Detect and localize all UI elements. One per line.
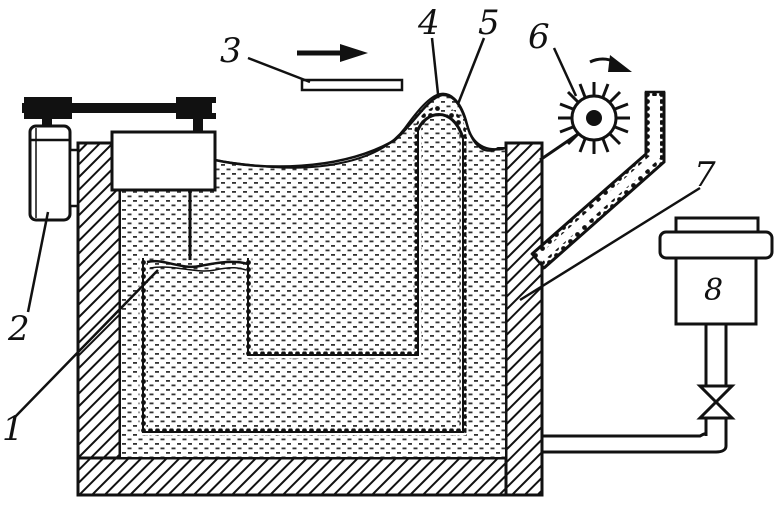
label-4: 4 [417, 3, 440, 43]
drive-housing [110, 130, 217, 192]
rotation-arrow-icon [589, 55, 632, 72]
pump-surface [146, 259, 249, 269]
gas-pipe [542, 324, 728, 454]
nozzle-cap [416, 113, 465, 139]
nozzle-channel-ink [142, 130, 464, 433]
label-2: 2 [7, 309, 30, 349]
pump-surface-2 [149, 266, 247, 272]
solder-surface [214, 93, 507, 168]
gas-vessel [658, 216, 774, 326]
label-8: 8 [704, 273, 723, 308]
valve-icon [696, 384, 736, 420]
board-direction-arrow-icon [297, 44, 368, 62]
label-6: 6 [528, 17, 550, 57]
label-3: 3 [220, 31, 242, 71]
label-1: 1 [2, 409, 24, 449]
leader-lines [13, 37, 701, 419]
skimmer-wheel [539, 82, 630, 162]
printed-circuit-board [300, 78, 404, 92]
belt-drive [22, 97, 216, 132]
dross-chute [530, 90, 666, 270]
label-5: 5 [478, 3, 500, 43]
electric-motor [28, 124, 80, 222]
label-7: 7 [694, 155, 716, 195]
bath-walls [76, 141, 544, 497]
